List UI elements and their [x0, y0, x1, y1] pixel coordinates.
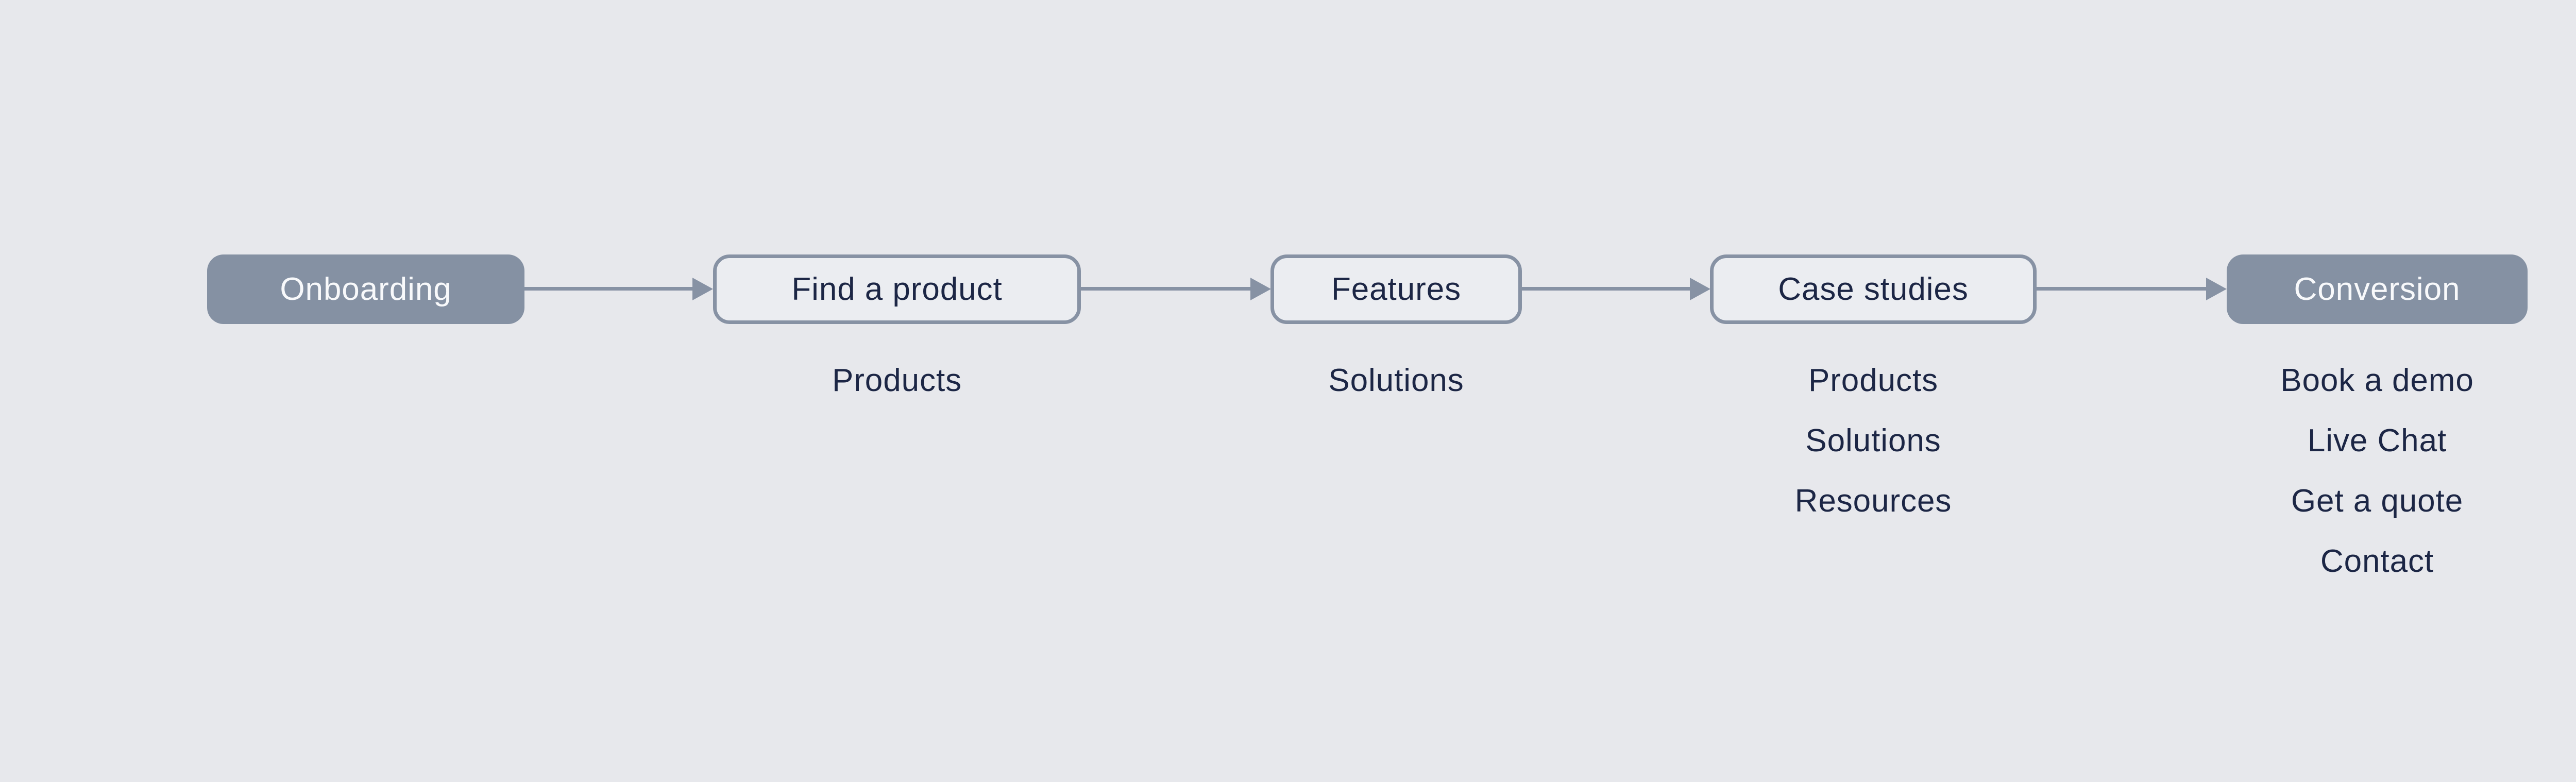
flow-node-label: Conversion	[2294, 271, 2461, 307]
node-links-case-studies: Products Solutions Resources	[1641, 350, 2105, 531]
flow-node-case-studies: Case studies	[1710, 254, 2037, 324]
flow-node-onboarding: Onboarding	[207, 254, 524, 324]
link-label: Products	[832, 363, 962, 398]
flow-connector-line	[1081, 287, 1250, 291]
link-label: Book a demo	[2280, 363, 2474, 398]
node-links-find-a-product: Products	[665, 350, 1129, 411]
link-label: Get a quote	[2291, 483, 2464, 519]
flow-connector-line	[524, 287, 692, 291]
link-label: Solutions	[1328, 363, 1464, 398]
arrow-right-icon	[1250, 278, 1271, 300]
arrow-right-icon	[1690, 278, 1710, 300]
link-label: Resources	[1794, 483, 1952, 519]
flow-connector-line	[2037, 287, 2206, 291]
arrow-right-icon	[2206, 278, 2227, 300]
arrow-right-icon	[692, 278, 713, 300]
flow-node-label: Find a product	[791, 271, 1003, 307]
flow-node-find-a-product: Find a product	[713, 254, 1081, 324]
flow-connector-line	[1522, 287, 1690, 291]
flow-node-label: Onboarding	[280, 271, 452, 307]
link-label: Products	[1808, 363, 1939, 398]
node-links-conversion: Book a demo Live Chat Get a quote Contac…	[2145, 350, 2576, 591]
flow-node-label: Case studies	[1778, 271, 1969, 307]
node-links-features: Solutions	[1164, 350, 1628, 411]
flow-node-conversion: Conversion	[2227, 254, 2528, 324]
link-label: Solutions	[1805, 423, 1941, 458]
link-label: Live Chat	[2307, 423, 2447, 458]
link-label: Contact	[2320, 543, 2434, 579]
flow-node-features: Features	[1270, 254, 1522, 324]
flow-node-label: Features	[1331, 271, 1462, 307]
